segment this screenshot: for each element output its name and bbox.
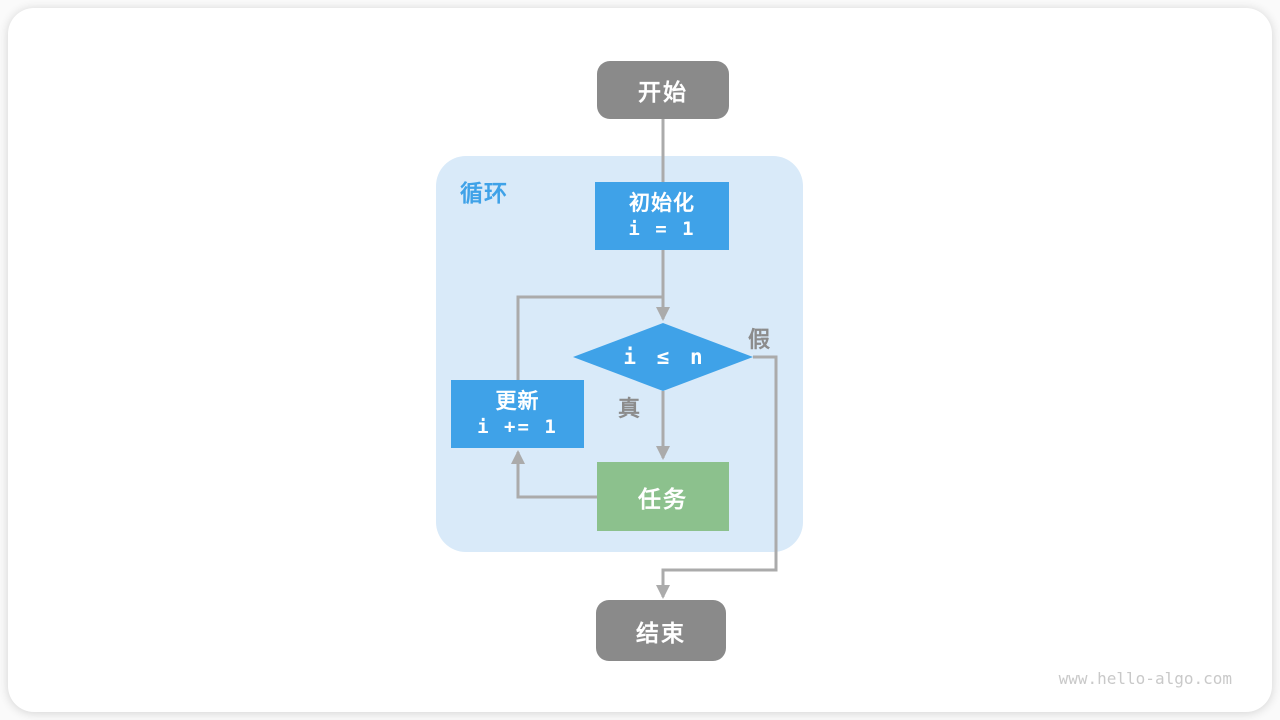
- task-node: 任务: [597, 462, 729, 531]
- end-node-label: 结束: [636, 620, 686, 647]
- end-node: 结束: [596, 600, 726, 661]
- false-branch-label: 假: [748, 328, 771, 353]
- site-watermark: www.hello-algo.com: [1058, 669, 1232, 688]
- task-node-label: 任务: [638, 486, 688, 513]
- condition-node-label: i ≤ n: [623, 345, 707, 369]
- update-node-code: i += 1: [477, 416, 558, 439]
- diagram-card: 循环 开始 初始化 i = 1: [8, 8, 1272, 712]
- start-node-label: 开始: [638, 80, 688, 106]
- start-node: 开始: [597, 61, 729, 119]
- update-node: 更新 i += 1: [451, 380, 584, 448]
- init-node: 初始化 i = 1: [595, 182, 729, 250]
- loop-region-label: 循环: [460, 181, 508, 207]
- true-branch-label: 真: [618, 397, 641, 422]
- update-node-title: 更新: [495, 389, 540, 413]
- init-node-code: i = 1: [628, 218, 696, 241]
- init-node-title: 初始化: [629, 191, 695, 215]
